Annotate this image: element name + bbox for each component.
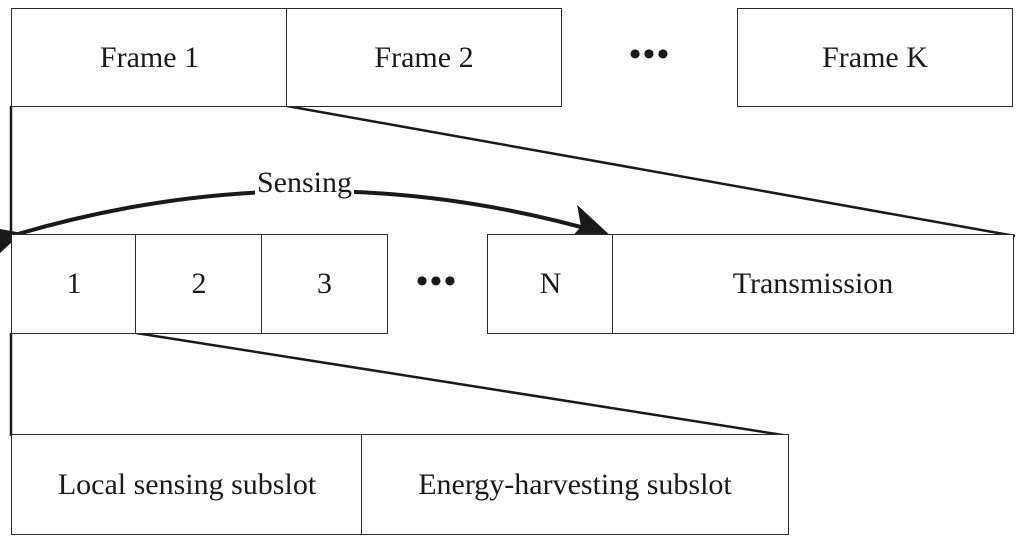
sensing-label: Sensing xyxy=(255,166,355,200)
slot-2-label: 2 xyxy=(191,267,207,300)
local-sensing-subslot-label: Local sensing subslot xyxy=(57,467,317,501)
frame-k-label: Frame K xyxy=(822,40,928,74)
frame-2-label: Frame 2 xyxy=(374,40,474,74)
transmission-label: Transmission xyxy=(732,267,894,300)
frame-2-box: Frame 2 xyxy=(286,8,562,107)
frame-k-box: Frame K xyxy=(737,8,1013,107)
slot-1-label: 1 xyxy=(66,267,82,300)
frame-expand-line-right xyxy=(286,104,1016,238)
slot-1-box: 1 xyxy=(11,234,137,334)
slot-2-box: 2 xyxy=(135,234,263,334)
energy-harvesting-subslot-box: Energy-harvesting subslot xyxy=(361,434,789,535)
frame-1-box: Frame 1 xyxy=(11,8,288,107)
slot-expand-line-right xyxy=(135,331,790,438)
slot-3-box: 3 xyxy=(261,234,388,334)
local-sensing-subslot-box: Local sensing subslot xyxy=(11,434,363,535)
transmission-box: Transmission xyxy=(612,234,1014,334)
energy-harvesting-subslot-label: Energy-harvesting subslot xyxy=(418,467,732,501)
slot-3-label: 3 xyxy=(317,267,332,300)
frame-1-label: Frame 1 xyxy=(99,40,200,74)
slot-n-box: N xyxy=(487,234,614,334)
slot-ellipsis: ••• xyxy=(416,263,458,300)
frame-ellipsis: ••• xyxy=(629,36,671,73)
slot-n-label: N xyxy=(539,267,562,300)
